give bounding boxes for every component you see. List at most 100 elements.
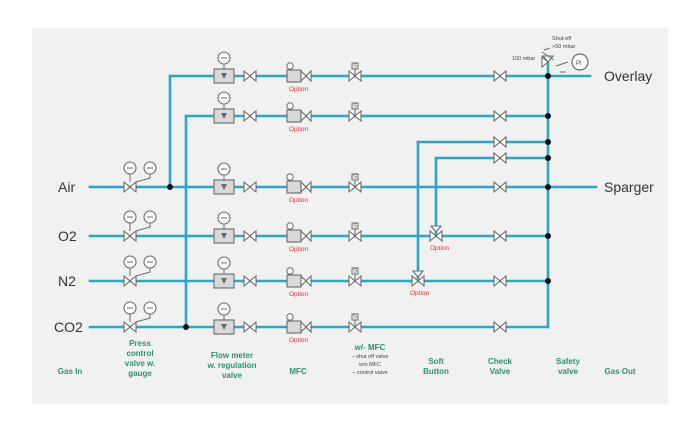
mfc-icon [286,102,312,123]
regulation-valve-icon [243,109,257,123]
valve-right [129,274,137,288]
pressure-gauge-icon [143,210,157,224]
regulation-valve-icon [243,69,257,83]
mfc-body [286,109,302,123]
valve-left [123,180,131,194]
solenoid-letter: S [353,224,357,230]
relief-to-gauge-line [555,61,569,67]
valve-right [354,180,362,194]
pressure-gauge-icon [123,255,137,269]
valve-left [243,180,251,194]
solenoid-letter: S [353,269,357,275]
pressure-gauge-icon [123,301,137,315]
mfc-icon [286,222,312,243]
relief-label: 100 mbar [512,56,535,62]
mfc-icon [286,62,312,83]
flow-meter-icon [213,108,235,124]
mfc-valve-right [305,320,312,334]
check-valve-icon [493,109,507,123]
mfc-sensor [286,267,294,275]
valve-right [249,274,257,288]
input-label-n2: N2 [58,273,76,289]
flow-meter-icon [213,179,235,195]
check-valve-icon [493,180,507,194]
valve-left [123,229,131,243]
flow-meter-icon [213,228,235,244]
caption-check-valve-line: Valve [490,367,511,376]
flow-meter-arrow [221,184,227,190]
valve-left [243,109,251,123]
mfc-valve-left [300,274,307,288]
mfc-valve-left [300,109,307,123]
pressure-gauge-icon [123,210,137,224]
regulation-valve-icon [243,180,257,194]
mfc-valve-right [305,69,312,83]
valve-right [354,229,362,243]
junctions [167,73,551,330]
flow-meter-dial-icon [217,256,231,270]
mfc-valve-right [305,109,312,123]
valve-right [354,69,362,83]
option-label: Option [289,197,309,204]
caption-flow-meter-line: Flow meter [211,351,253,360]
mfc-body [286,180,302,194]
gauge-stem [135,314,151,323]
pressure-gauge-icon [123,161,137,175]
valve-right [499,69,507,83]
mfc-valve-right [305,274,312,288]
press-control-valve-icon [123,180,137,194]
valve-left [348,180,356,194]
valve-right [249,320,257,334]
output-label-sparger: Sparger [604,179,654,195]
shutoff-label-1: Shut-off [552,36,572,42]
junction-dot [183,324,189,330]
valve-left [429,229,437,243]
pressure-gauge-icon [143,161,157,175]
junction-dot [545,139,551,145]
caption-gas-in-line: Gas In [58,367,83,376]
valve-right [499,320,507,334]
junction-dot [545,278,551,284]
valve-right [249,229,257,243]
mfc-shutoff-valve-icon: S [348,62,362,83]
diagram-panel [32,28,668,404]
valve-left [411,274,419,288]
shutoff-label-2: >50 mbar [552,44,576,50]
mfc-shutoff-valve-icon: S [348,102,362,123]
regulation-valve-icon [243,229,257,243]
caption-safety-valve-line: Safety [556,357,581,366]
junction-dot [545,155,551,161]
mfc-body [286,320,302,334]
check-valve-icon [493,274,507,288]
regulation-valve-icon [243,320,257,334]
soft-button-valve-n2 [411,274,425,288]
pressure-gauge-icon [143,255,157,269]
flow-meter-arrow [221,113,227,119]
solenoid-letter: S [353,175,357,181]
valve-right [354,109,362,123]
valve-right [499,151,507,165]
mfc-valve-left [300,69,307,83]
option-label: Option [430,245,450,252]
pressure-gauge-icon [143,301,157,315]
flow-meter-arrow [221,73,227,79]
caption-flow-meter-line: w. regulation [206,361,256,370]
mfc-body [286,69,302,83]
caption-safety-valve-line: valve [558,367,579,376]
valve-left [123,274,131,288]
caption-mfc-valve-line: w/o MFC [358,362,381,368]
gauge-stem [135,223,151,232]
output-label-overlay: Overlay [604,68,652,84]
flow-meter-dial-icon [217,91,231,105]
valve-right [354,274,362,288]
mfc-valve-right [305,229,312,243]
check-valve-icon [493,135,507,149]
valve-right [249,180,257,194]
gauge-stem [135,268,151,277]
valve-left [493,320,501,334]
caption-soft-button-line: Button [423,367,449,376]
caption-mfc-valve-line: – control valve [352,370,387,376]
check-valve-icon [493,69,507,83]
flow-meter-icon [213,319,235,335]
caption-mfc-valve-line: – shut off valve [352,354,389,360]
